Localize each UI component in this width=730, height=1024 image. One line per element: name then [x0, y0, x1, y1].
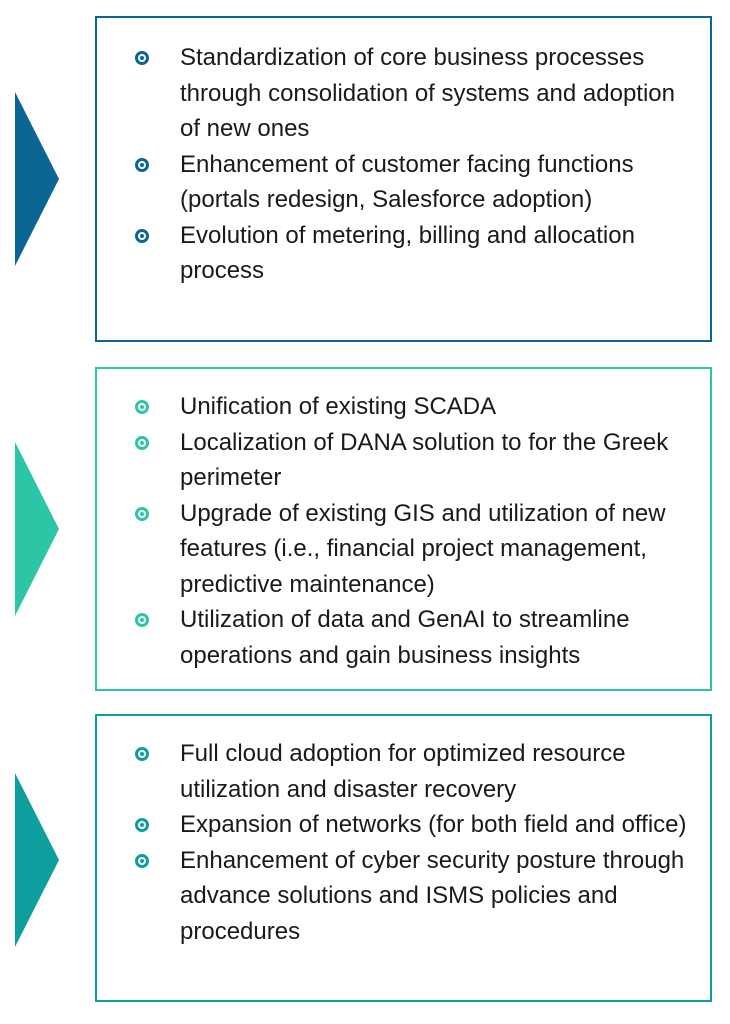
bullet-list: Unification of existing SCADA Localizati… — [135, 389, 690, 673]
list-item-text: Evolution of metering, billing and alloc… — [180, 221, 635, 285]
list-item: Enhancement of customer facing functions… — [135, 147, 690, 218]
list-item: Unification of existing SCADA — [135, 389, 690, 425]
list-item-text: Expansion of networks (for both field an… — [180, 811, 687, 838]
list-item: Evolution of metering, billing and alloc… — [135, 218, 690, 289]
bullet-icon — [135, 818, 149, 832]
bullet-icon — [135, 400, 149, 414]
bullet-icon — [135, 747, 149, 761]
list-item: Full cloud adoption for optimized resour… — [135, 736, 690, 807]
bullet-icon — [135, 435, 149, 450]
list-item-text: Utilization of data and GenAI to streaml… — [180, 606, 630, 669]
bullet-icon — [135, 506, 149, 521]
list-item-text: Localization of DANA solution to for the… — [180, 428, 669, 492]
bullet-icon — [135, 853, 149, 868]
infrastructure-panel: Full cloud adoption for optimized resour… — [95, 714, 712, 1002]
list-item: Upgrade of existing GIS and utilization … — [135, 496, 690, 603]
bullet-icon — [135, 157, 149, 172]
list-item: Standardization of core business process… — [135, 40, 690, 147]
bullet-icon — [135, 51, 149, 65]
chevron-arrow-icon — [15, 442, 59, 616]
bullet-icon — [135, 613, 149, 627]
bullet-icon — [135, 228, 149, 243]
bullet-list: Standardization of core business process… — [135, 40, 690, 289]
chevron-arrow-icon — [15, 92, 59, 266]
business-processes-panel: Standardization of core business process… — [95, 16, 712, 342]
list-item: Expansion of networks (for both field an… — [135, 807, 690, 843]
list-item-text: Enhancement of cyber security posture th… — [180, 846, 685, 945]
list-item-text: Enhancement of customer facing functions… — [180, 150, 634, 214]
operations-panel: Unification of existing SCADA Localizati… — [95, 367, 712, 691]
bullet-list: Full cloud adoption for optimized resour… — [135, 736, 690, 949]
list-item-text: Full cloud adoption for optimized resour… — [180, 740, 626, 803]
list-item-text: Unification of existing SCADA — [180, 393, 497, 420]
chevron-arrow-icon — [15, 773, 59, 947]
list-item-text: Standardization of core business process… — [180, 44, 675, 142]
list-item: Localization of DANA solution to for the… — [135, 425, 690, 496]
list-item-text: Upgrade of existing GIS and utilization … — [180, 499, 666, 598]
list-item: Utilization of data and GenAI to streaml… — [135, 602, 690, 673]
list-item: Enhancement of cyber security posture th… — [135, 843, 690, 950]
